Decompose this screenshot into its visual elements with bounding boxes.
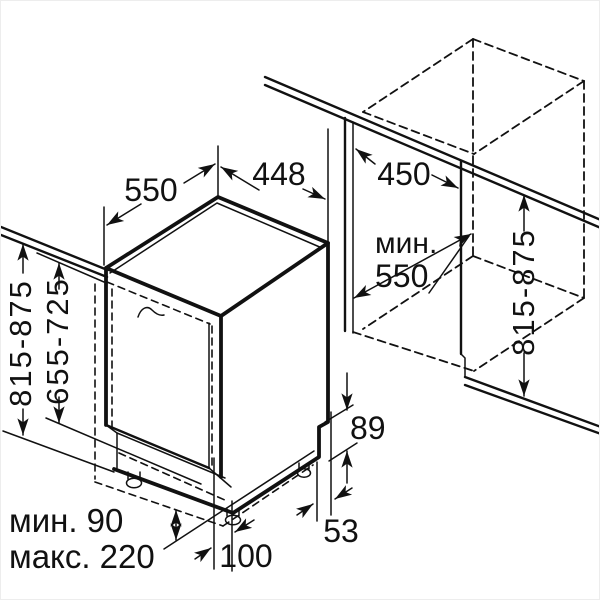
dimension-annotations — [17, 128, 530, 572]
height-range-left-label: 815-875 — [3, 279, 38, 407]
dim-450-label: 450 — [377, 156, 430, 192]
dishwasher-feet — [125, 462, 312, 526]
countertop-right — [263, 75, 599, 229]
height-range-right-label: 815-875 — [506, 228, 541, 356]
niche-depth-min-value: 550 — [375, 258, 428, 294]
dishwasher-top-face — [104, 195, 330, 318]
door-height-range-label: 655-725 — [40, 277, 75, 405]
dim-53-label: 53 — [323, 513, 359, 549]
furniture-front-plane-dashed — [94, 283, 314, 527]
plinth-min-label: мин. 90 — [9, 502, 123, 539]
dim-448-label: 448 — [252, 156, 305, 192]
dishwasher-door — [106, 281, 213, 468]
door-bottom-edge — [104, 423, 211, 470]
foot-front-left — [125, 477, 143, 489]
dishwasher-base-outline — [112, 241, 330, 515]
dim-550-label: 550 — [124, 172, 177, 208]
foot-rear-right — [296, 468, 312, 478]
countertop-left — [1, 225, 109, 279]
dishwasher — [94, 195, 330, 527]
plinth-max-label: макс. 220 — [9, 538, 155, 575]
niche-depth-min-label: мин. — [375, 227, 437, 260]
dim-89-label: 89 — [350, 410, 386, 446]
dimension-labels: 550 448 450 мин. 550 815-875 655-725 815… — [3, 156, 541, 575]
door-handle — [137, 306, 165, 318]
dim-100-label: 100 — [219, 538, 272, 574]
